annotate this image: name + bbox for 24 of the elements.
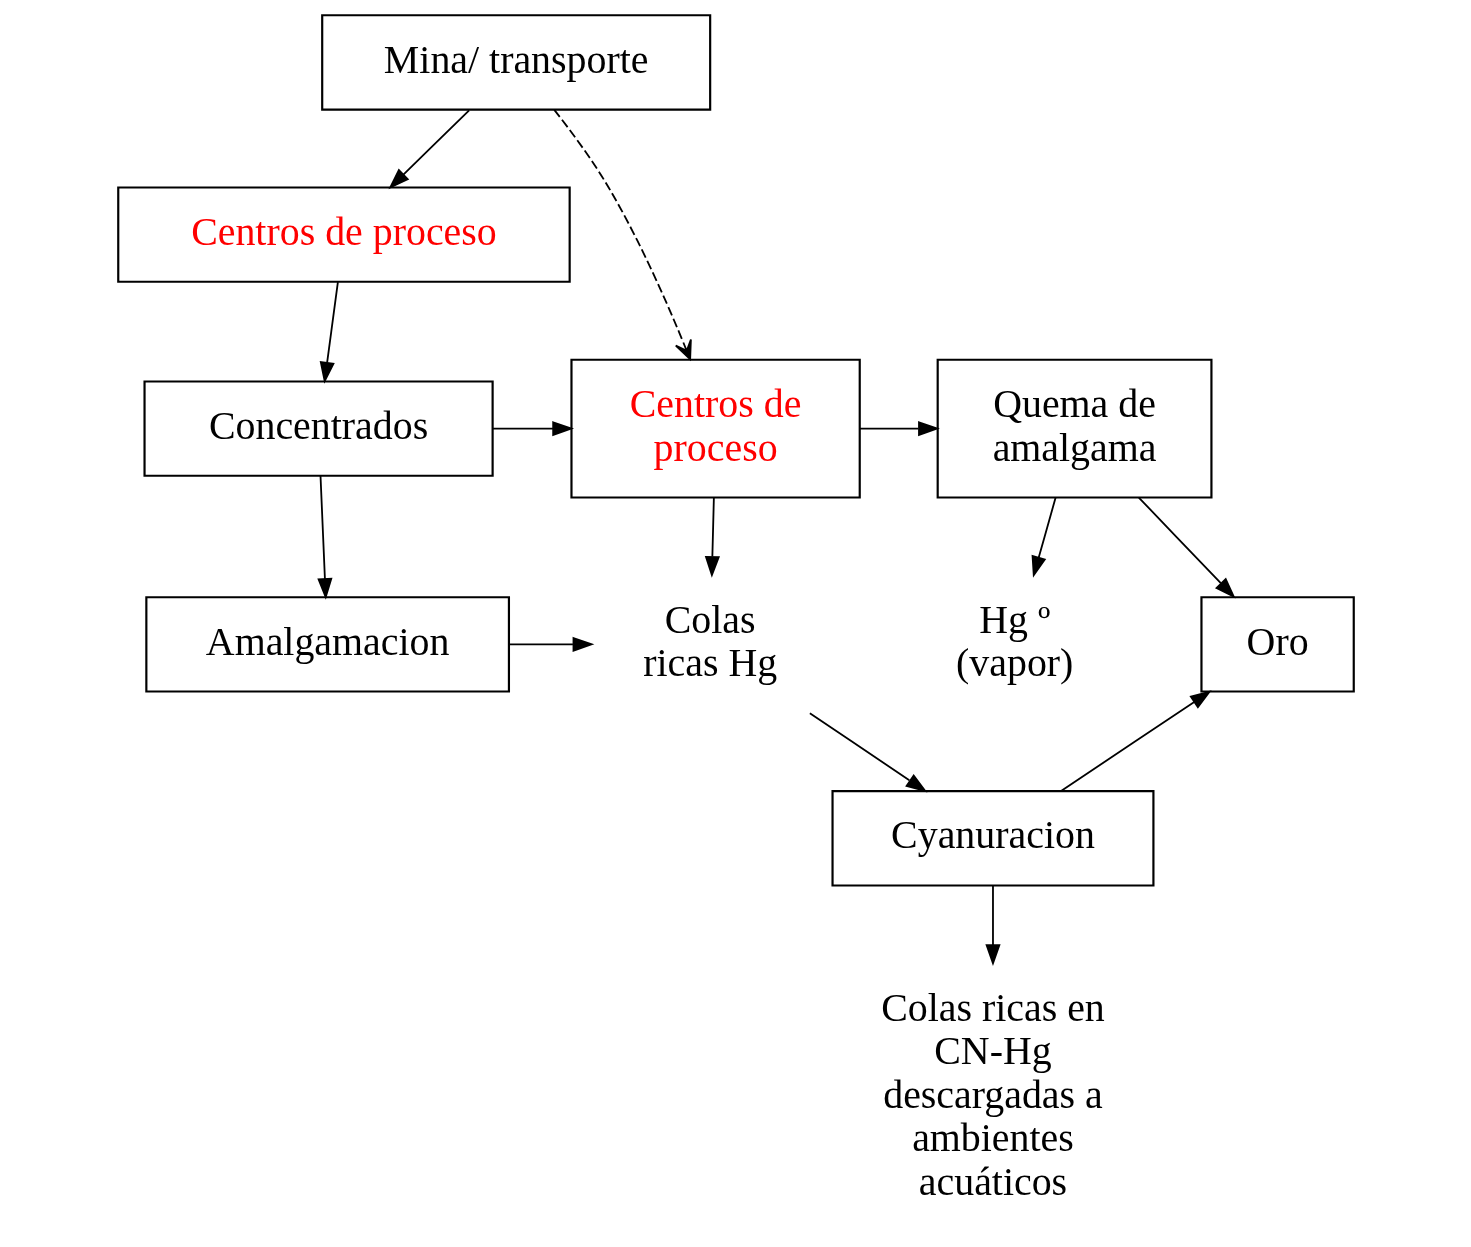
arrow xyxy=(1031,496,1057,578)
node-box: Quema de amalgama xyxy=(936,358,1213,499)
arrow xyxy=(1137,496,1236,599)
node-text: Hg º (vapor) xyxy=(955,596,1073,686)
node-box: Amalgamacion xyxy=(144,596,510,693)
node-text: Colas ricas Hg xyxy=(642,596,777,686)
node-box: Centros de proceso xyxy=(116,186,571,283)
node-box: Oro xyxy=(1199,596,1355,693)
arrow xyxy=(316,475,332,600)
arrow xyxy=(491,421,574,437)
arrow xyxy=(808,712,927,793)
node-box: Centros de proceso xyxy=(569,358,861,499)
arrow xyxy=(552,109,692,361)
node-text: Colas ricas en CN-Hg descargadas a ambientes acuáticos xyxy=(880,984,1105,1204)
arrow xyxy=(984,884,1001,966)
arrow xyxy=(858,421,940,437)
node-box: Mina/ transporte xyxy=(320,14,711,111)
arrow xyxy=(319,281,339,384)
arrow xyxy=(507,636,594,652)
node-box: Cyanuracion xyxy=(830,790,1154,887)
arrow xyxy=(387,109,470,190)
arrow xyxy=(1059,690,1212,792)
node-box: Concentrados xyxy=(142,380,494,477)
arrow xyxy=(704,496,720,578)
